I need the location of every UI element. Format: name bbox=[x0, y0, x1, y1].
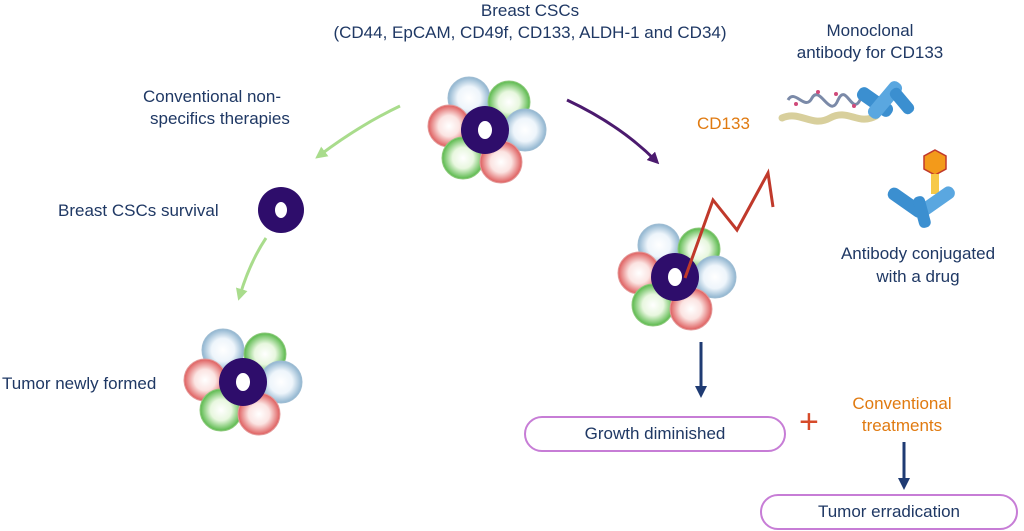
cd133-receptor-zigzag bbox=[683, 168, 775, 279]
plus-sign: + bbox=[799, 403, 819, 441]
tumor-newly-formed-label: Tumor newly formed bbox=[2, 374, 157, 393]
monoclonal-label-line-2: antibody for CD133 bbox=[796, 43, 944, 62]
breast-cscs-survival-label: Breast CSCs survival bbox=[58, 201, 219, 220]
monoclonal-antibody-icon bbox=[856, 81, 915, 119]
nonspecific-therapy-line-1: Conventional non- bbox=[143, 87, 281, 106]
targeted-csc-cluster bbox=[617, 223, 737, 331]
arrow-to-targeted-therapy bbox=[566, 98, 660, 165]
monoclonal-label-line-1: Monoclonal bbox=[826, 21, 914, 40]
antibody-drug-conjugate-icon bbox=[887, 149, 955, 228]
nonspecific-therapy-line-2: specifics therapies bbox=[150, 109, 290, 128]
arrow-to-nonspecific-therapy bbox=[315, 104, 401, 159]
arrow-survival-to-tumor bbox=[235, 237, 268, 301]
tumor-eradication-box: Tumor erradication bbox=[760, 494, 1018, 530]
conventional-treatments-line-1: Conventional bbox=[852, 394, 952, 413]
tumor-newly-formed-cluster bbox=[183, 328, 303, 436]
conventional-treatments-line-2: treatments bbox=[861, 416, 943, 435]
csc-cluster-top bbox=[427, 76, 547, 184]
cd133-label: CD133 bbox=[697, 114, 750, 133]
title-line-1: Breast CSCs bbox=[480, 1, 580, 20]
surviving-csc bbox=[258, 187, 304, 233]
growth-diminished-box: Growth diminished bbox=[524, 416, 786, 452]
antibody-drug-label-line-1: Antibody conjugated bbox=[840, 244, 996, 263]
title-line-2: (CD44, EpCAM, CD49f, CD133, ALDH-1 and C… bbox=[333, 23, 727, 42]
antibody-drug-label-line-2: with a drug bbox=[876, 267, 960, 286]
